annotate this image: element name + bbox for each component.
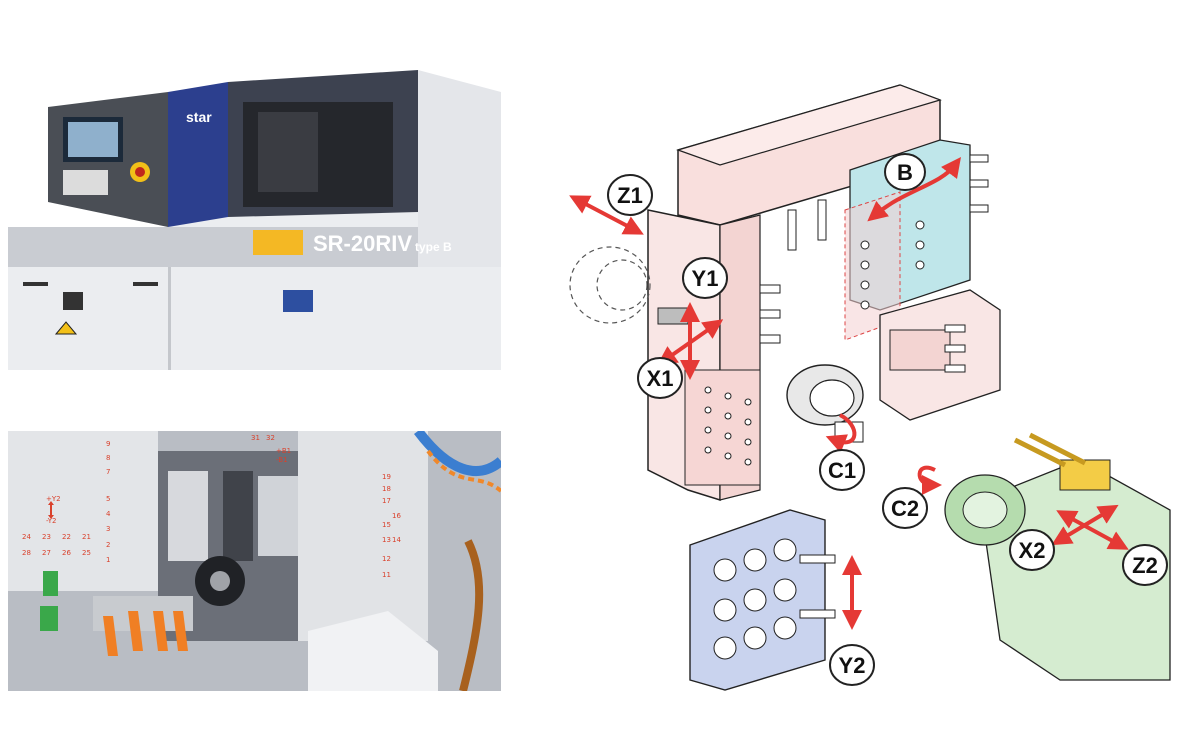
- workpiece-bar: [657, 307, 689, 325]
- svg-text:B: B: [897, 160, 913, 185]
- lock-switch: [63, 292, 83, 310]
- tool-number: 31: [251, 434, 260, 442]
- svg-text:Y2: Y2: [839, 653, 866, 678]
- tool-number: 8: [106, 454, 110, 462]
- top-drills: [787, 199, 827, 251]
- tool-number: 21: [82, 533, 91, 541]
- interior-photo: +Y2 -Y2 +B1 -B1 9 8 7 5 4 3 2 1 24 23 22…: [8, 431, 501, 691]
- tool-number: 28: [22, 549, 31, 557]
- tool-number: 11: [382, 571, 391, 579]
- c2-arrow: [917, 465, 942, 495]
- center-turret: [879, 289, 1001, 421]
- label-x2: X2: [1009, 529, 1055, 571]
- label-c1: C1: [819, 449, 865, 491]
- tool-number: 26: [62, 549, 71, 557]
- axis-mark-plus-b1: +B1: [276, 447, 291, 455]
- svg-text:C2: C2: [891, 496, 919, 521]
- main-spindle: [786, 364, 864, 443]
- c1-arrow: [825, 413, 857, 453]
- svg-text:Z1: Z1: [617, 183, 643, 208]
- tool-number: 27: [42, 549, 51, 557]
- svg-text:C1: C1: [828, 458, 856, 483]
- axis-diagram: Z1 Y1 X1 B C1 C2 X2 Z2 Y2: [569, 84, 1171, 691]
- axis-labels: Z1 Y1 X1 B C1 C2 X2 Z2 Y2: [607, 153, 1168, 686]
- tool-number: 32: [266, 434, 275, 442]
- tool-number: 13: [382, 536, 391, 544]
- tool-number: 2: [106, 541, 110, 549]
- tool-number: 3: [106, 525, 110, 533]
- svg-text:Z2: Z2: [1132, 553, 1158, 578]
- type-label: type B: [415, 240, 452, 254]
- tool-number: 14: [392, 536, 401, 544]
- tool-number: 9: [106, 440, 110, 448]
- label-x1: X1: [637, 357, 683, 399]
- tool-number: 18: [382, 485, 391, 493]
- svg-text:X1: X1: [647, 366, 674, 391]
- svg-text:X2: X2: [1019, 538, 1046, 563]
- axis-mark-minus-y2: -Y2: [46, 517, 56, 525]
- tool-number: 24: [22, 533, 31, 541]
- axis-mark-minus-b1: -B1: [276, 456, 288, 464]
- tool-number: 23: [42, 533, 51, 541]
- tool-number: 4: [106, 510, 111, 518]
- y2-tool-block: [689, 509, 836, 691]
- label-y1: Y1: [682, 257, 728, 299]
- tool-number: 7: [106, 468, 110, 476]
- blue-door-panel: [168, 82, 228, 227]
- label-z1: Z1: [607, 174, 653, 216]
- tool-number: 22: [62, 533, 71, 541]
- b-arrow: [867, 157, 962, 222]
- z2-arrow: [1056, 510, 1129, 550]
- model-label: SR-20RIV: [313, 231, 412, 256]
- label-b: B: [884, 153, 926, 191]
- tool-number: 5: [106, 495, 110, 503]
- motion-arrows: [569, 157, 1129, 630]
- warning-icon: [54, 321, 78, 335]
- label-z2: Z2: [1122, 544, 1168, 586]
- x1-arrow: [656, 319, 724, 366]
- label-y2: Y2: [829, 644, 875, 686]
- tool-number: 16: [392, 512, 401, 520]
- z1-arrow: [569, 195, 644, 235]
- tool-number: 25: [82, 549, 91, 557]
- guide-bushing: [569, 246, 651, 324]
- svg-text:Y1: Y1: [692, 266, 719, 291]
- tool-number: 19: [382, 473, 391, 481]
- axis-mark-plus-y2: +Y2: [46, 495, 61, 503]
- brand-logo: star: [186, 109, 212, 125]
- tool-number: 17: [382, 497, 391, 505]
- machine-photo: star SR-20RIV type B: [8, 52, 501, 370]
- label-c2: C2: [882, 487, 928, 529]
- tool-number: 12: [382, 555, 391, 563]
- tool-number: 1: [106, 556, 110, 564]
- tool-number: 15: [382, 521, 391, 529]
- main-column: [647, 209, 781, 502]
